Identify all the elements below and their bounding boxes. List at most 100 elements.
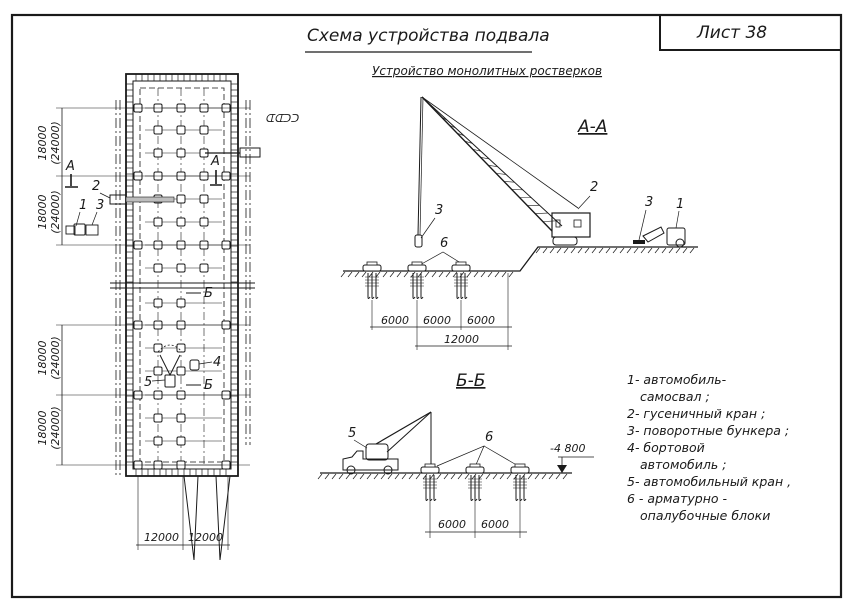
callout-aa-2: 2 [590, 180, 598, 195]
ground-tick [682, 247, 688, 254]
crane-hoist-rope [417, 96, 422, 236]
formwork-block [451, 264, 471, 272]
ground-tick [478, 473, 484, 480]
ground-tick [375, 271, 381, 278]
ground-tick [654, 247, 660, 254]
formwork-top [514, 463, 526, 468]
ground-tick [492, 473, 498, 480]
pile [474, 475, 478, 501]
ground-tick [380, 473, 386, 480]
dim-label: 12000 [444, 333, 479, 346]
ground-tick [577, 247, 583, 254]
pile-cap [176, 194, 186, 204]
pile-cap [176, 125, 186, 135]
pile-grid [145, 88, 222, 466]
lattice-strut [449, 124, 456, 129]
pile [375, 273, 379, 299]
plan-view: 18000 (24000) 18000 (24000) 18000 (24000… [36, 73, 299, 561]
pile [371, 273, 375, 299]
pile-cap [153, 366, 163, 376]
pile-cap [153, 436, 163, 446]
crane-window [555, 219, 561, 228]
formwork-top [411, 261, 423, 266]
truck-wheel [383, 465, 393, 475]
boom-lattice [441, 116, 557, 222]
ground-hatching [317, 473, 568, 480]
truck-wheel [675, 238, 685, 248]
section-mark-b-1: Б [204, 286, 213, 301]
ground-tick [443, 473, 449, 480]
pile-cap [153, 148, 163, 158]
ground-tick [431, 271, 437, 278]
ramp-right [215, 475, 231, 561]
pile-cap [199, 194, 209, 204]
ground-tick [612, 247, 618, 254]
ground-tick [382, 271, 388, 278]
level-mark: -4 800 [550, 442, 585, 455]
ground-tick [368, 271, 374, 278]
section-a-a: А-А 2 3 3 1 6 [340, 96, 698, 350]
lattice-strut [488, 165, 498, 167]
svg-text:(24000): (24000) [49, 336, 62, 380]
leader [151, 379, 166, 382]
section-mark-a-right: А [210, 154, 220, 169]
pile-cap [153, 217, 163, 227]
subtitle: Устройство монолитных ростверков [372, 64, 602, 78]
ground-tick [542, 247, 548, 254]
ground-tick [487, 271, 493, 278]
ground-tick [354, 271, 360, 278]
svg-text:(24000): (24000) [49, 121, 62, 165]
ground-tick [457, 473, 463, 480]
pile-groups [362, 261, 471, 299]
legend-item: 6 - арматурно - [627, 491, 728, 506]
crane-boom-2 [421, 96, 563, 227]
ground-tick [450, 473, 456, 480]
leader [675, 210, 680, 229]
ground-tick [403, 271, 409, 278]
ground-tick [408, 473, 414, 480]
crane-boom [421, 96, 553, 232]
callout-bb-6: 6 [485, 430, 493, 445]
ground-tick [445, 271, 451, 278]
crane-boom [375, 411, 432, 445]
dim-label-2: 18000 (24000) [36, 190, 62, 234]
pile [420, 273, 424, 299]
callout-3: 3 [96, 198, 104, 213]
ground-tick [366, 473, 372, 480]
ground-tick [661, 247, 667, 254]
crawler-crane-body [551, 212, 591, 238]
lattice-strut [542, 220, 557, 222]
section-arrow-a-left [65, 174, 78, 188]
pile-cap [176, 343, 186, 353]
pile-cap [176, 413, 186, 423]
ground-tick [352, 473, 358, 480]
ramp-left [183, 475, 199, 561]
formwork-top [455, 261, 467, 266]
legend-item: 4- бортовой [627, 440, 705, 455]
ground-tick [640, 247, 646, 254]
ground-tick [689, 247, 695, 254]
pile-cap [176, 436, 186, 446]
ground-tick [619, 247, 625, 254]
pile-cap [153, 413, 163, 423]
formwork-top [424, 463, 436, 468]
crane-track-symbol: ᗭᗭᑐᑐ [265, 112, 299, 125]
ground-tick [506, 473, 512, 480]
legend-item: автомобиль ; [640, 457, 726, 472]
dim-label: 6000 [423, 314, 451, 327]
callout-aa-3: 3 [435, 203, 443, 218]
ground-tick [473, 271, 479, 278]
ground-tick [417, 271, 423, 278]
crawler-crane-icon [109, 194, 127, 205]
dim-label-1: 18000 (24000) [36, 121, 62, 165]
ground-tick [438, 271, 444, 278]
ground-tick [424, 271, 430, 278]
crane-swing-arc [157, 344, 183, 353]
dim-label: 12000 [144, 531, 179, 544]
ground-tick [563, 247, 569, 254]
hopper-ground [633, 240, 645, 244]
ground-tick [494, 271, 500, 278]
ground-tick [591, 247, 597, 254]
section-aa-title: А-А [577, 117, 607, 137]
